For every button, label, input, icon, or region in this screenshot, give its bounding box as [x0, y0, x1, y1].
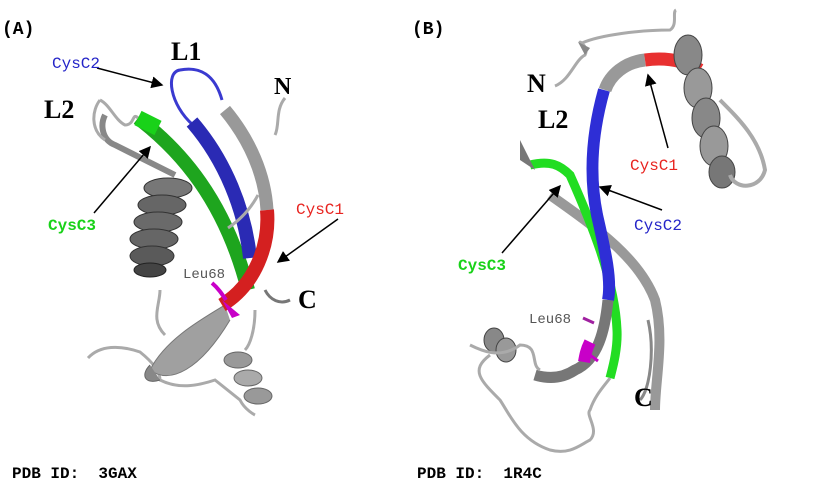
n-terminus-label-a: N [274, 74, 292, 100]
l1-label-a: L1 [171, 37, 201, 66]
cysc2-label-b: CysC2 [634, 217, 682, 235]
helix-right-b [673, 34, 768, 189]
panel-b-structure [469, 8, 768, 453]
pdb-id-b: PDB ID: 1R4C [417, 465, 542, 483]
arrow-cysc2-b [598, 185, 663, 211]
panel-b-tag: (B) [412, 20, 444, 40]
leu68-sidechain-b [582, 316, 595, 325]
l2-label-a: L2 [44, 95, 74, 124]
n-terminus-label-b: N [527, 69, 546, 98]
cysc2-strand-b [586, 88, 616, 302]
l1-loop-a [170, 67, 224, 127]
cysc2-label-a: CysC2 [52, 55, 100, 73]
helix-main-a [129, 177, 193, 278]
leu68-label-b: Leu68 [529, 312, 571, 328]
arrow-cysc1-b [644, 73, 669, 149]
arrow-cysc2-a [96, 67, 164, 89]
panel-a-tag: (A) [2, 20, 34, 40]
l2-label-b: L2 [538, 105, 568, 134]
leu68-segment-b [578, 339, 596, 363]
panel-a-structure [86, 67, 291, 417]
c-terminus-label-a: C [298, 285, 317, 314]
arrow-cysc1-a [276, 218, 339, 263]
cysc3-label-b: CysC3 [458, 257, 506, 275]
arrow-cysc3-a [93, 145, 151, 214]
helix-lower-a [223, 309, 273, 405]
cysc1-label-b: CysC1 [630, 157, 678, 175]
leu68-label-a: Leu68 [183, 267, 225, 283]
pdb-id-a: PDB ID: 3GAX [12, 465, 137, 483]
cysc3-label-a: CysC3 [48, 217, 96, 235]
leu68-sidechain-a [210, 281, 228, 302]
c-terminus-label-b: C [634, 383, 653, 412]
cysc1-strand-a [218, 209, 275, 311]
cysc1-label-a: CysC1 [296, 201, 344, 219]
cysc2-strand-a [186, 117, 257, 259]
arrow-cysc3-b [501, 184, 561, 254]
